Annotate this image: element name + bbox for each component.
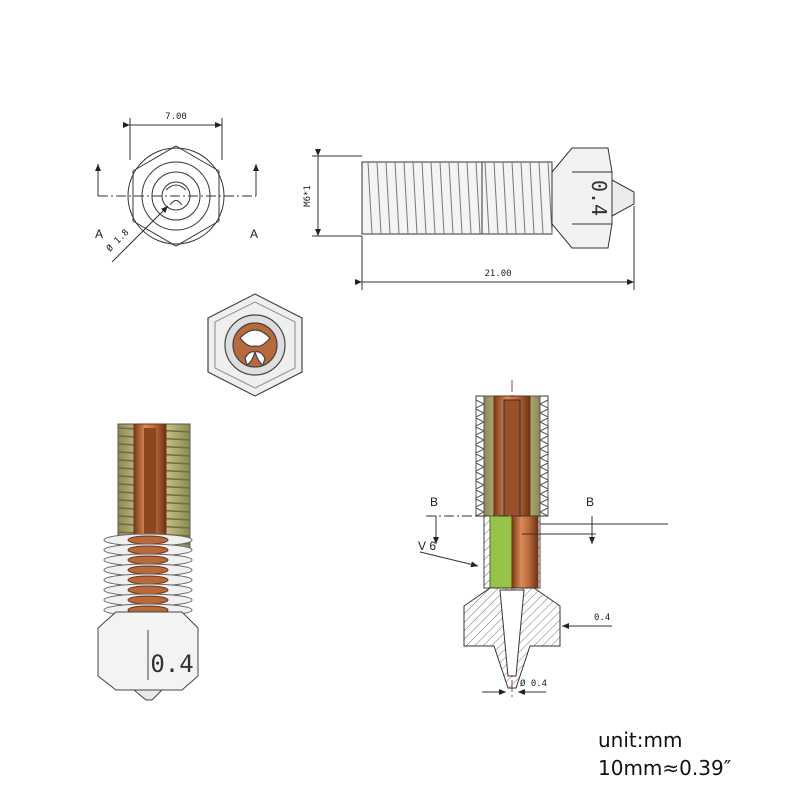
melt-chamber: [499, 589, 525, 677]
thread-tooth-left: [475, 507, 486, 517]
copper-thread-ring: [127, 545, 169, 555]
nozzle-tip-side: [611, 179, 635, 217]
thread-crest: [367, 161, 373, 235]
cutaway-3d-view: [97, 423, 199, 701]
thread-tooth-right: [538, 435, 549, 445]
thread-tooth-right: [538, 444, 549, 454]
channel-3: [254, 351, 266, 366]
unit-label: unit:mm: [598, 728, 683, 752]
thread-tooth-right: [538, 417, 549, 427]
label-v6: V 6: [418, 539, 436, 553]
thread-tooth-left: [475, 498, 486, 508]
thread-tooth-right: [538, 489, 549, 499]
thread-crest: [457, 161, 463, 235]
thread-crest: [376, 161, 382, 235]
leader-v6: [419, 551, 479, 568]
thread-tooth-left: [475, 453, 486, 463]
thread-tooth-left: [475, 426, 486, 436]
thread-crest: [511, 161, 517, 235]
dim-length-label: 21.00: [484, 269, 511, 279]
hex-outline: [132, 145, 220, 247]
copper-thread-ring: [127, 595, 169, 605]
thread-tooth-left: [475, 480, 486, 490]
thread-crest: [493, 161, 499, 235]
thread-crest: [412, 161, 418, 235]
thread-tooth-left: [475, 444, 486, 454]
thread-crest: [403, 161, 409, 235]
dim-nozzle-size-label: 0.4: [594, 613, 610, 623]
copper-section-b: [511, 515, 539, 589]
thread-crest: [502, 161, 508, 235]
thread-crest: [520, 161, 526, 235]
thread-crest: [385, 161, 391, 235]
dim-thread-label: M6*1: [303, 185, 313, 207]
thread-tooth-right: [538, 507, 549, 517]
copper-thread-ring: [127, 575, 169, 585]
section-label-a-right: A: [250, 227, 258, 241]
copper-thread-ring: [127, 555, 169, 565]
thread-tooth-left: [475, 462, 486, 472]
thread-crest: [484, 161, 490, 235]
thread-tooth-right: [538, 498, 549, 508]
thread-crest: [439, 161, 445, 235]
copper-thread-ring: [127, 535, 169, 545]
nozzle-tip-3d: [132, 689, 164, 701]
nozzle-marking-side: 0.4: [587, 180, 611, 216]
section-thread-teeth: [475, 399, 549, 517]
copper-bore: [144, 428, 156, 546]
section-label-a-left: A: [95, 227, 103, 241]
unit-conversion: 10mm≈0.39″: [598, 756, 732, 780]
thread-tooth-left: [475, 399, 486, 409]
section-label-b-right: B: [586, 495, 594, 509]
dim-hole-dia-label: Ø 1.8: [104, 227, 131, 254]
hex-chamfer: [214, 301, 296, 389]
thread-tooth-left: [475, 417, 486, 427]
thread-tooth-right: [538, 426, 549, 436]
side-view: [312, 147, 635, 290]
thread-crest: [547, 161, 553, 235]
end-view-hex: [207, 293, 303, 397]
thread-tooth-left: [475, 408, 486, 418]
green-section-b: [489, 515, 513, 589]
thread-crest: [466, 161, 472, 235]
thread-tooth-right: [538, 399, 549, 409]
thread-tooth-left: [475, 489, 486, 499]
thread-tooth-right: [538, 480, 549, 490]
thread-crest: [430, 161, 436, 235]
copper-thread-ring: [127, 565, 169, 575]
dim-outlet-label: Ø 0.4: [520, 678, 547, 689]
end-view-top: [95, 118, 259, 263]
thread-crest: [475, 161, 481, 235]
thread-tooth-left: [475, 471, 486, 481]
section-label-b-left: B: [430, 495, 438, 509]
nozzle-marking-3d: 0.4: [150, 650, 193, 678]
dim-width-label: 7.00: [165, 112, 187, 122]
thread-tooth-left: [475, 435, 486, 445]
thread-tooth-right: [538, 471, 549, 481]
copper-thread-ring: [127, 585, 169, 595]
section-view: [419, 380, 668, 700]
leader-hole-dia: [111, 205, 169, 263]
thread-tooth-right: [538, 453, 549, 463]
thread-crest: [448, 161, 454, 235]
thread-tooth-right: [538, 408, 549, 418]
thread-crest: [421, 161, 427, 235]
thread-crest: [538, 161, 544, 235]
thread-crest: [394, 161, 400, 235]
channel-1: [239, 329, 271, 347]
thread-crest: [529, 161, 535, 235]
thread-crests: [367, 161, 553, 235]
thread-tooth-right: [538, 462, 549, 472]
lower-thread-lines: [103, 533, 193, 617]
tri-channel-outline: [165, 184, 187, 206]
